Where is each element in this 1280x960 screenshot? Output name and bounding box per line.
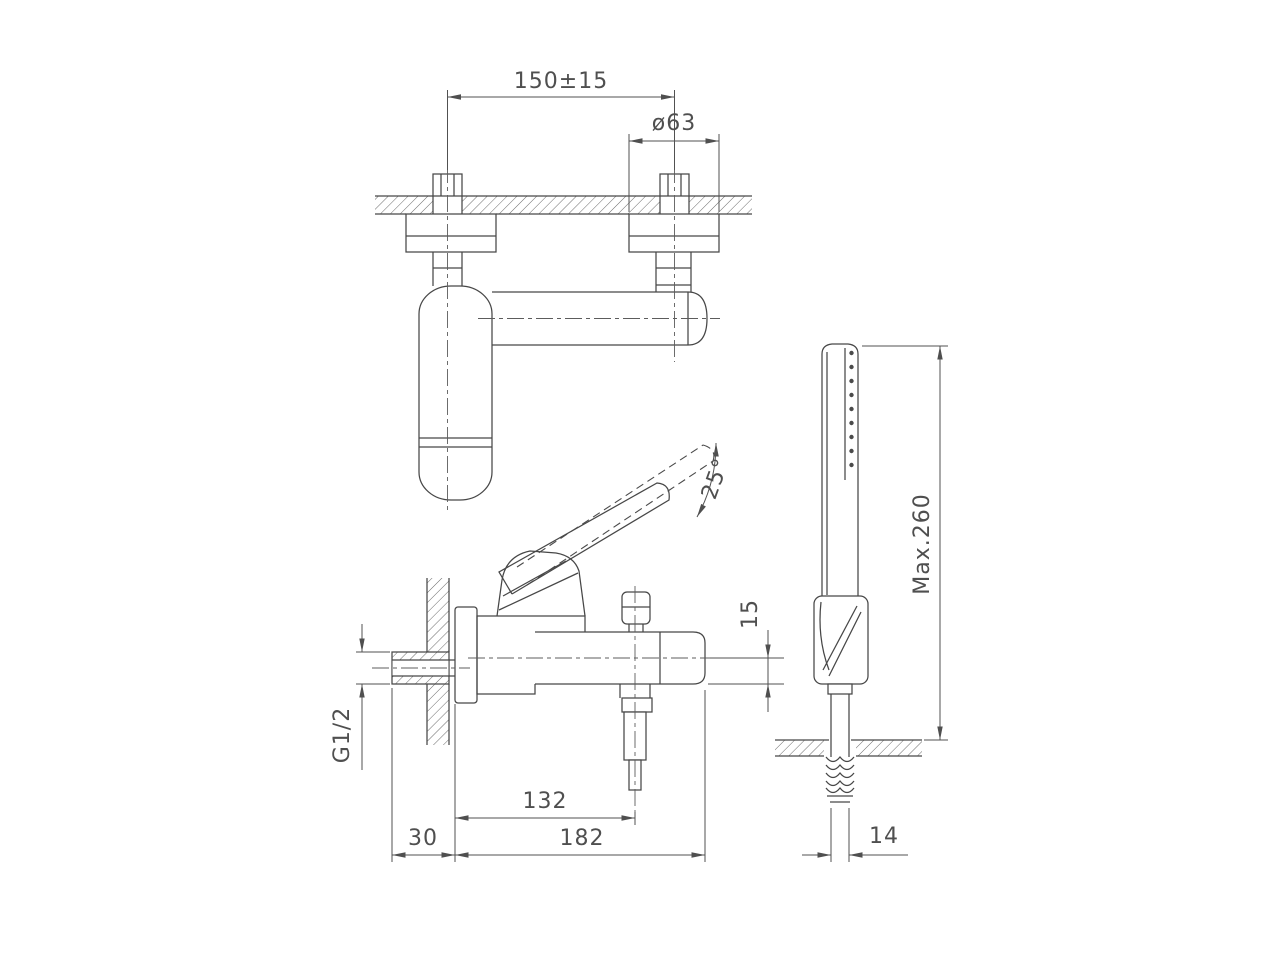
diverter-knob	[621, 591, 651, 632]
wall-section-side	[426, 578, 450, 745]
dimension-hose-width: 14	[802, 808, 908, 862]
dim-label-wall-depth: 30	[408, 826, 438, 851]
dim-label-outlet-projection: 132	[523, 789, 568, 814]
spout-top-view	[418, 285, 493, 501]
shower-bracket	[813, 595, 869, 695]
shower-hose	[825, 694, 855, 803]
dimension-wall-depth: 30	[391, 688, 455, 862]
dimension-outlet-projection: 132	[454, 704, 636, 862]
dim-label-shower-max-height: Max.260	[910, 493, 935, 594]
dimension-inlet-thread: G1/2	[330, 624, 390, 770]
escutcheon-side	[454, 606, 478, 704]
dim-label-spout-end-offset: 15	[738, 599, 763, 629]
top-view: 150±15 ø63	[375, 69, 752, 514]
dim-label-hose-width: 14	[869, 824, 899, 849]
dimension-shower-max-height: Max.260	[862, 345, 948, 741]
dimension-mounting-distance: 150±15	[447, 69, 675, 170]
hand-shower-handle	[821, 343, 859, 600]
dim-label-total-projection: 182	[560, 826, 605, 851]
dimension-escutcheon-diameter: ø63	[628, 111, 720, 212]
dim-label-inlet-thread: G1/2	[330, 707, 355, 763]
lever-handle	[498, 444, 715, 595]
floor-section	[775, 739, 922, 757]
side-view: 25° G1	[330, 442, 784, 862]
mixer-body-side	[476, 550, 586, 695]
right-wall-union	[628, 173, 720, 292]
dim-label-handle-angle: 25°	[697, 455, 735, 503]
wall-section-top	[375, 195, 752, 215]
centerlines-top-view	[447, 166, 720, 514]
dim-label-escutcheon-diameter: ø63	[652, 111, 696, 136]
left-wall-union	[405, 173, 497, 286]
dim-label-mounting-distance: 150±15	[514, 69, 608, 94]
handshower-outlet	[619, 684, 653, 791]
hand-shower-view: Max.260 14	[775, 343, 948, 862]
centerlines-side-view	[372, 586, 712, 812]
dimension-total-projection: 182	[455, 690, 706, 862]
handle-angle-dimension: 25°	[696, 442, 735, 518]
dimension-spout-end-offset: 15	[708, 599, 784, 712]
